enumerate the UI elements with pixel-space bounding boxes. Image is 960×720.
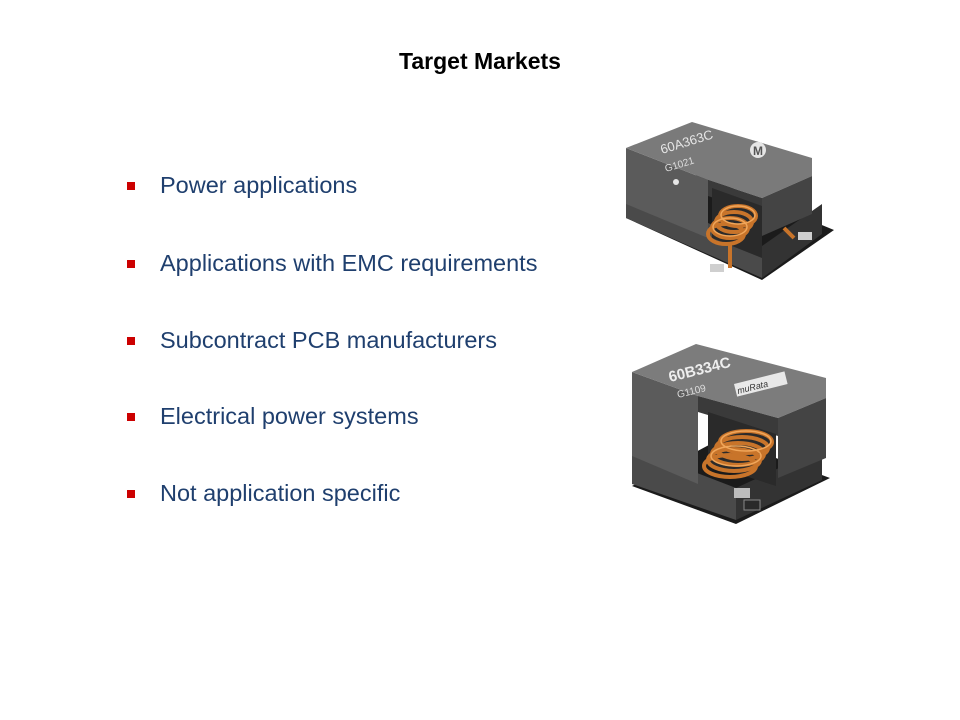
bullet-item: Power applications xyxy=(124,170,604,204)
bullet-item: Subcontract PCB manufacturers xyxy=(124,325,604,359)
bullet-item: Applications with EMC requirements xyxy=(124,248,604,282)
inductor-photo-2: 60B334C G1109 muRata xyxy=(626,338,836,530)
inductor-photo-1: 60A363C G1021 M xyxy=(612,118,844,294)
bullet-text: Applications with EMC requirements xyxy=(160,250,538,276)
bullet-square-icon xyxy=(127,413,135,421)
bullet-text: Electrical power systems xyxy=(160,403,419,429)
product-logo-text: M xyxy=(753,144,763,158)
bullet-item: Electrical power systems xyxy=(124,401,604,435)
bullet-square-icon xyxy=(127,490,135,498)
bullet-square-icon xyxy=(127,260,135,268)
bullet-text: Subcontract PCB manufacturers xyxy=(160,327,497,353)
bullet-text: Not application specific xyxy=(160,480,401,506)
bullet-square-icon xyxy=(127,337,135,345)
bullet-item: Not application specific xyxy=(124,478,604,512)
slide-title: Target Markets xyxy=(399,48,561,74)
bullet-square-icon xyxy=(127,182,135,190)
bullet-text: Power applications xyxy=(160,172,358,198)
